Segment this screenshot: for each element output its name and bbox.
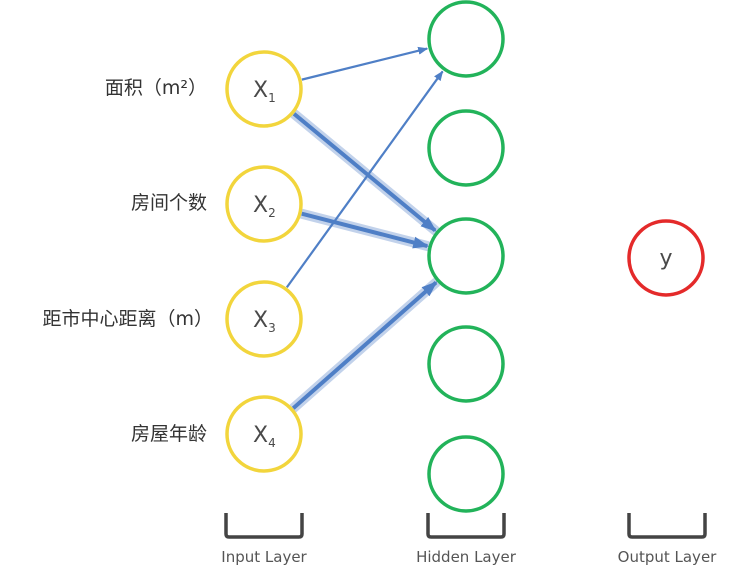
output-layer-bracket [627,513,707,539]
output-layer-label: Output Layer [618,548,718,566]
feature-label-room-count: 房间个数 [130,192,207,214]
feature-label-distance-to-center: 距市中心距离（m） [42,308,213,330]
connection-arrow-x4-h3 [291,280,438,410]
input-layer-label: Input Layer [221,548,307,566]
hidden-layer-bracket [426,513,506,539]
input-node-2 [225,165,303,243]
hidden-node-2 [427,109,505,187]
input-node-1 [225,50,303,128]
feature-label-area: 面积（m²） [104,77,207,99]
connection-arrow-x1-h3 [292,112,437,233]
connection-arrow-x2-h3 [301,211,430,249]
hidden-layer-label: Hidden Layer [416,548,517,566]
feature-label-house-age: 房屋年龄 [130,423,207,445]
connection-arrow-x3-h1 [285,70,444,289]
hidden-node-4 [427,325,505,403]
hidden-node-3 [427,217,505,295]
output-node [627,219,705,297]
output-node-label: y [659,246,672,271]
layer-brackets: Input Layer Hidden Layer Output Layer [221,513,717,566]
input-node-4 [225,395,303,473]
connection-arrow-x1-h1 [301,46,429,81]
input-layer-bracket [224,513,304,539]
connections [285,46,444,414]
hidden-node-1 [427,0,505,78]
input-node-3 [225,280,303,358]
hidden-node-5 [427,435,505,513]
